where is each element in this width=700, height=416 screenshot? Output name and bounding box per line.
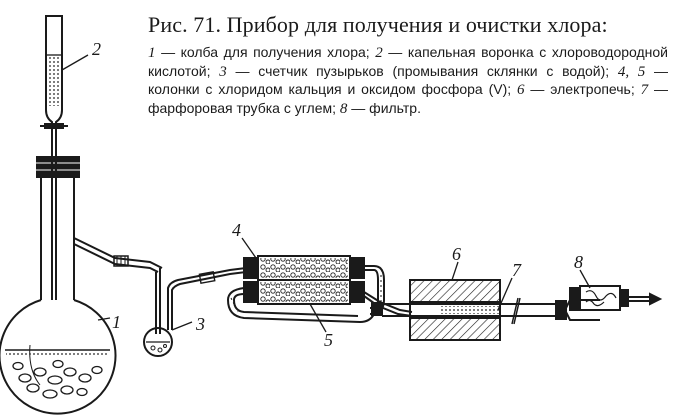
flask-stopper bbox=[36, 156, 80, 178]
legend-text: — колба для получения хлора; bbox=[155, 44, 376, 60]
label-column-lower: 5 bbox=[324, 330, 333, 350]
label-furnace: 6 bbox=[452, 244, 461, 264]
legend-text: — капельная воронка с хлороводородной ки… bbox=[148, 44, 668, 79]
leader-lines bbox=[61, 54, 591, 333]
legend-number: 8 bbox=[339, 100, 348, 117]
figure-caption: Рис. 71. Прибор для получения и очистки … bbox=[130, 12, 690, 118]
label-tube: 7 bbox=[512, 260, 522, 280]
dropping-funnel bbox=[40, 15, 68, 300]
label-filter: 8 bbox=[574, 252, 583, 272]
bubble-counter bbox=[143, 267, 247, 357]
legend-number: 2 bbox=[375, 45, 383, 61]
drying-column-upper bbox=[243, 255, 374, 281]
label-flask: 1 bbox=[112, 312, 121, 332]
legend-number: 3 bbox=[219, 63, 227, 80]
legend-number: 4, 5 bbox=[617, 63, 646, 80]
flask-granules bbox=[12, 359, 103, 399]
legend-text: — фарфоровая трубка с углем; bbox=[148, 81, 669, 116]
flask bbox=[0, 178, 117, 415]
label-bubbler: 3 bbox=[195, 314, 205, 334]
label-funnel: 2 bbox=[92, 39, 101, 59]
legend-text: — электропечь; bbox=[524, 81, 641, 97]
label-column-upper: 4 bbox=[232, 220, 241, 240]
legend-text: — колонки с хлоридом кальция и оксидом ф… bbox=[148, 62, 669, 98]
outlet-tube bbox=[73, 237, 163, 334]
legend-text: — счетчик пузырьков (промывания склянки … bbox=[226, 62, 618, 79]
gas-filter bbox=[565, 285, 663, 321]
legend-number: 7 bbox=[640, 82, 649, 98]
caption-legend: 1 — колба для получения хлора; 2 — капел… bbox=[148, 44, 668, 118]
legend-text: — фильтр. bbox=[347, 99, 421, 116]
electric-furnace bbox=[409, 279, 501, 341]
caption-title: Рис. 71. Прибор для получения и очистки … bbox=[148, 12, 608, 37]
legend-number: 1 bbox=[148, 45, 156, 61]
legend-number: 6 bbox=[517, 82, 525, 98]
